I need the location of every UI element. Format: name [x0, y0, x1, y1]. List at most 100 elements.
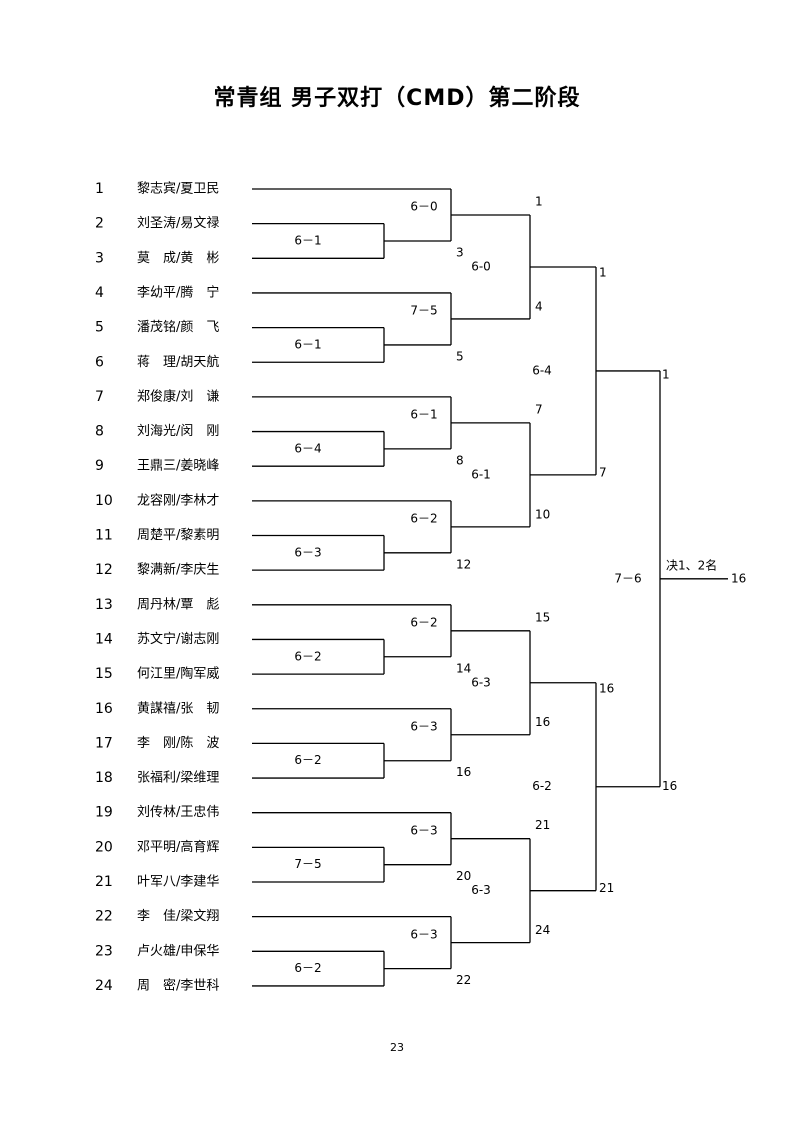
round3-winner: 21 [599, 881, 614, 895]
player-name: 蒋 理/胡天航 [137, 354, 219, 370]
player-name: 刘传林/王忠伟 [137, 805, 219, 820]
round1-score: 6－1 [294, 337, 321, 351]
player-seed: 11 [95, 528, 113, 544]
player-seed: 3 [95, 250, 104, 266]
round1-score: 6－1 [294, 233, 321, 247]
round1-winner: 5 [456, 349, 464, 363]
player-name: 周楚平/黎素明 [137, 528, 219, 543]
player-name: 龙容刚/李林才 [137, 492, 219, 508]
round3-score: 6-3 [471, 675, 491, 689]
round3-winner: 1 [599, 265, 607, 279]
round3-winner: 16 [599, 681, 614, 695]
player-seed: 22 [95, 909, 113, 925]
player-name: 黄謀禧/张 韧 [137, 700, 219, 716]
round1-score: 7－5 [294, 857, 321, 871]
player-seed: 12 [95, 562, 113, 578]
round4-winner: 16 [662, 779, 677, 793]
player-seed: 15 [95, 666, 113, 682]
player-name: 李 佳/梁文翔 [137, 909, 219, 924]
player-name: 郑俊康/刘 谦 [137, 388, 219, 404]
player-name: 刘圣涛/易文禄 [137, 215, 219, 231]
page-number: 23 [390, 1041, 404, 1054]
round2-winner: 10 [535, 507, 550, 521]
player-name: 李 刚/陈 波 [137, 735, 219, 751]
round4-score: 6-4 [532, 363, 552, 377]
round2-winner: 15 [535, 610, 550, 624]
player-name: 张福利/梁维理 [137, 771, 219, 786]
player-name: 黎满新/李庆生 [137, 562, 219, 578]
player-name: 叶军八/李建华 [137, 875, 219, 890]
page-title: 常青组 男子双打（CMD）第二阶段 [213, 86, 581, 111]
player-name: 潘茂铭/颜 飞 [137, 319, 219, 335]
player-name: 何江里/陶军威 [137, 666, 219, 682]
player-name: 周 密/李世科 [137, 977, 219, 993]
player-name: 王鼎三/姜晓峰 [137, 459, 219, 474]
round1-score: 6－3 [294, 545, 321, 559]
player-seed: 6 [95, 354, 104, 370]
round1-winner: 12 [456, 557, 471, 571]
player-name: 邓平明/高育辉 [137, 839, 219, 855]
round1-score: 6－2 [294, 649, 321, 663]
player-seed: 13 [95, 597, 113, 613]
round2-score: 7－5 [410, 304, 437, 318]
player-name: 刘海光/闵 刚 [137, 424, 219, 439]
round2-score: 6－3 [410, 927, 437, 941]
round1-winner: 20 [456, 869, 471, 883]
round4-winner: 1 [662, 367, 670, 381]
round2-score: 6－2 [410, 615, 437, 629]
player-seed: 14 [95, 631, 113, 647]
champion: 16 [731, 571, 746, 585]
round1-score: 6－2 [294, 753, 321, 767]
round3-score: 6-0 [471, 259, 491, 273]
round3-score: 6-1 [471, 467, 491, 481]
player-seed: 17 [95, 735, 113, 751]
round2-winner: 21 [535, 818, 550, 832]
player-seed: 24 [95, 978, 113, 994]
player-seed: 16 [95, 701, 113, 717]
round1-winner: 16 [456, 765, 471, 779]
final-label: 决1、2名 [666, 557, 717, 572]
round2-winner: 24 [535, 923, 550, 937]
round1-winner: 14 [456, 661, 471, 675]
round2-winner: 4 [535, 299, 543, 313]
player-name: 黎志宾/夏卫民 [137, 181, 219, 197]
bracket-lines [252, 188, 728, 987]
player-seed: 21 [95, 874, 113, 890]
final-score: 7－6 [614, 571, 641, 585]
player-name: 李幼平/腾 宁 [137, 284, 219, 300]
player-seed: 4 [95, 285, 104, 301]
player-seed: 18 [95, 770, 113, 786]
round3-winner: 7 [599, 465, 607, 479]
round2-score: 6－2 [410, 512, 437, 526]
player-seed: 19 [95, 805, 113, 821]
bracket-labels: 1 黎志宾/夏卫民 2 刘圣涛/易文禄 3 莫 成/黄 彬 4 李幼平/腾 宁 5 潘茂铭/颜 飞… [95, 181, 746, 994]
round2-winner: 16 [535, 715, 550, 729]
player-seed: 5 [95, 320, 104, 336]
player-seed: 1 [95, 181, 104, 197]
player-seed: 8 [95, 424, 104, 440]
player-name: 周丹林/覃 彪 [137, 597, 219, 612]
round3-score: 6-3 [471, 883, 491, 897]
player-seed: 10 [95, 493, 113, 509]
round2-winner: 7 [535, 402, 543, 416]
round2-winner: 1 [535, 194, 543, 208]
round2-score: 6－3 [410, 823, 437, 837]
round2-score: 6－1 [410, 408, 437, 422]
round1-score: 6－4 [294, 441, 321, 455]
player-seed: 9 [95, 458, 104, 474]
player-name: 卢火雄/申保华 [137, 943, 219, 959]
round2-score: 6－3 [410, 719, 437, 733]
player-seed: 23 [95, 943, 113, 959]
round1-winner: 8 [456, 453, 464, 467]
player-seed: 2 [95, 216, 104, 232]
player-seed: 7 [95, 389, 104, 405]
player-name: 苏文宁/谢志刚 [137, 631, 219, 647]
round1-winner: 3 [456, 245, 464, 259]
round4-score: 6-2 [532, 779, 552, 793]
round1-winner: 22 [456, 973, 471, 987]
round1-score: 6－2 [294, 961, 321, 975]
player-name: 莫 成/黄 彬 [137, 251, 219, 266]
round2-score: 6－0 [410, 200, 437, 214]
player-seed: 20 [95, 839, 113, 855]
